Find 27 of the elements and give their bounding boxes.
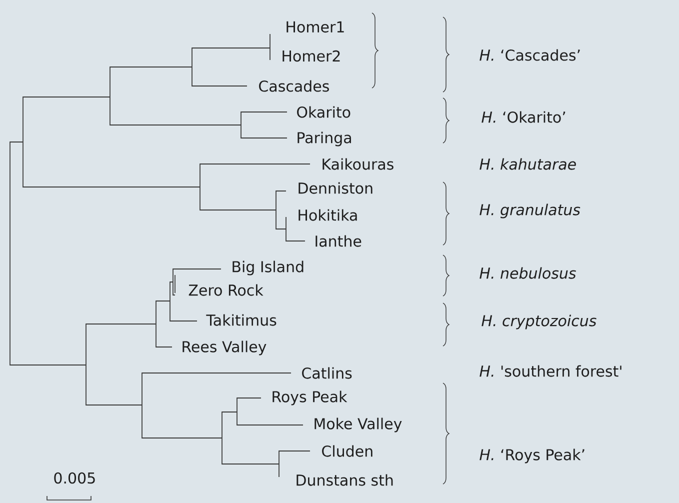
species-label: H. nebulosus — [480, 267, 576, 279]
taxon-label: Ianthe — [316, 235, 362, 247]
taxon-label: Moke Valley — [314, 418, 402, 432]
species-label: H. cryptozoicus — [482, 314, 596, 330]
taxon-label: Catlins — [302, 367, 352, 379]
taxon-label: Okarito — [297, 106, 350, 118]
species-label: H. ‘Cascades’ — [480, 49, 580, 61]
taxon-label: Big Island — [232, 260, 304, 276]
taxon-label: Dunstans sth — [296, 474, 393, 486]
species-label: H. ‘Okarito’ — [482, 111, 566, 123]
taxon-label: Hokitika — [298, 209, 357, 221]
species-label: H. 'southern forest' — [480, 365, 622, 377]
taxon-label: Paringa — [298, 132, 351, 146]
taxon-label: Homer1 — [286, 21, 344, 33]
taxon-label: Cascades — [259, 80, 329, 92]
species-label: H. ‘Roys Peak’ — [480, 448, 584, 464]
species-label: H. kahutarae — [480, 158, 576, 170]
taxon-label: Rees Valley — [182, 340, 266, 356]
scale-label: 0.005 — [54, 472, 95, 484]
taxon-label: Homer2 — [282, 50, 340, 62]
taxon-label: Cluden — [322, 445, 372, 457]
taxon-label: Denniston — [298, 182, 372, 194]
taxon-label: Kaikouras — [322, 158, 394, 170]
taxon-label: Roys Peak — [272, 390, 348, 406]
species-label: H. granulatus — [480, 204, 580, 218]
taxon-label: Takitimus — [206, 314, 276, 326]
taxon-label: Zero Rock — [188, 284, 264, 296]
